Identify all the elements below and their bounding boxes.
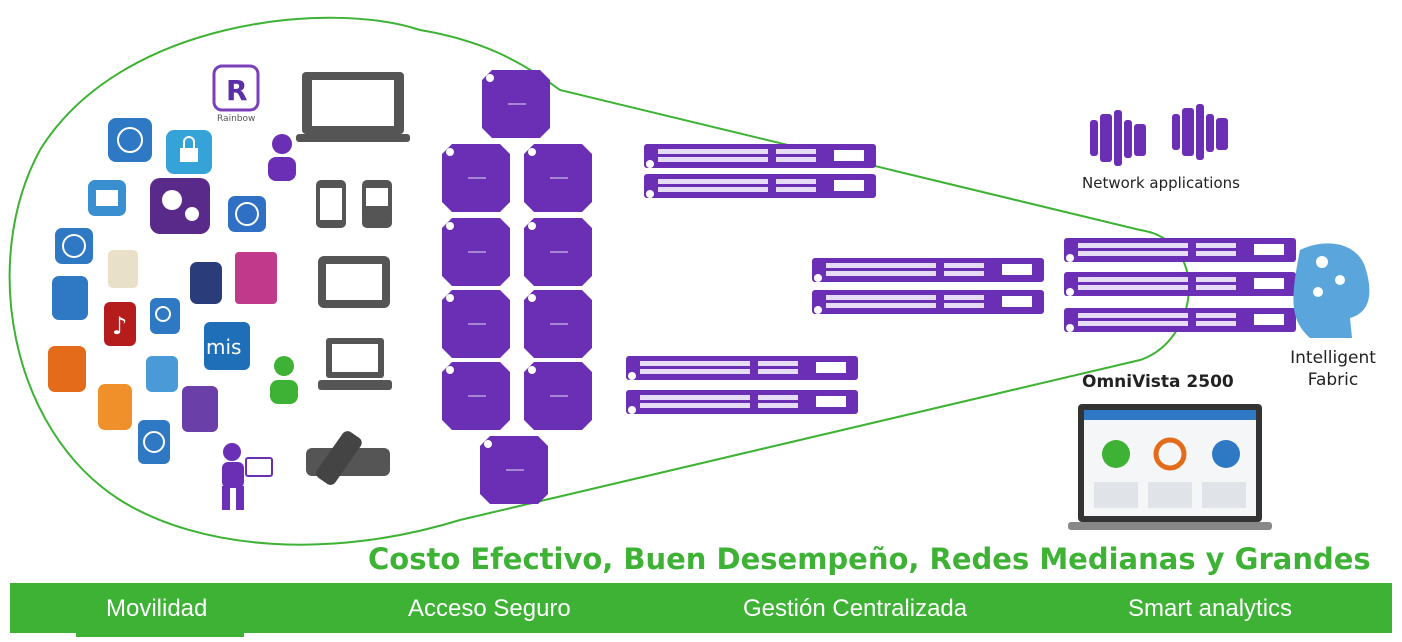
server-rack-icon xyxy=(1090,110,1146,166)
network-switch-icon xyxy=(644,174,876,198)
access-point-icon xyxy=(523,143,593,213)
globe-app-icon xyxy=(138,420,170,464)
rainbow-logo-icon: R xyxy=(212,64,260,112)
rainbow-label: Rainbow xyxy=(217,114,255,124)
monitor-dashboard-icon xyxy=(1068,404,1272,530)
access-point-icon xyxy=(441,289,511,359)
access-point-icon xyxy=(441,143,511,213)
tagline: Costo Efectivo, Buen Desempeño, Redes Me… xyxy=(368,542,1371,576)
access-point-icon xyxy=(441,217,511,287)
email-app-icon xyxy=(88,180,126,216)
access-points xyxy=(441,69,593,505)
access-point-icon xyxy=(523,361,593,431)
intelligent-fabric-line2: Fabric xyxy=(1307,370,1359,390)
brain-icon xyxy=(1293,243,1370,338)
globe-app-icon xyxy=(55,228,93,264)
apps-cluster: R Rainbow ♪ mis xyxy=(48,64,277,464)
network-switch-icon xyxy=(626,356,858,380)
access-point-icon xyxy=(479,435,549,505)
person-purple-icon xyxy=(268,134,296,181)
network-switch-icon xyxy=(644,144,876,168)
intelligent-fabric-line1: Intelligent xyxy=(1290,348,1376,368)
tablet-icon xyxy=(318,256,390,308)
office-app-icon xyxy=(235,252,277,304)
globe-app-icon xyxy=(228,196,266,232)
network-switch-icon xyxy=(1064,238,1296,262)
iot-remote-icon xyxy=(306,431,390,485)
network-switch-icon xyxy=(626,390,858,414)
omnivista-label: OmniVista 2500 xyxy=(1082,372,1234,392)
feature-smart-analytics: Smart analytics xyxy=(1128,595,1293,622)
search-app-icon xyxy=(150,298,180,334)
email-app-icon xyxy=(146,356,178,392)
map-app-icon xyxy=(108,250,138,288)
feature-bar: Movilidad Acceso Seguro Gestión Centrali… xyxy=(10,583,1392,633)
svg-text:♪: ♪ xyxy=(112,312,127,340)
edit-app-icon xyxy=(190,262,222,304)
access-point-icon xyxy=(523,217,593,287)
access-point-icon xyxy=(441,361,511,431)
cart-app-icon xyxy=(52,276,88,320)
globe-app-icon xyxy=(108,118,152,162)
feature-underline xyxy=(76,633,244,637)
mis-app-icon: mis xyxy=(204,322,250,370)
network-switch-icon xyxy=(1064,308,1296,332)
smartphone-icon xyxy=(362,180,392,228)
network-switch-icon xyxy=(1064,272,1296,296)
feature-acceso-seguro: Acceso Seguro xyxy=(408,595,571,622)
person-green-icon xyxy=(270,356,298,404)
mobile-user-icon xyxy=(222,443,273,510)
rss-app-icon xyxy=(48,346,86,392)
access-point-icon xyxy=(481,69,551,139)
smartphone-icon xyxy=(316,180,346,228)
access-point-icon xyxy=(523,289,593,359)
messaging-app-icon xyxy=(182,386,218,432)
server-rack-icon xyxy=(1172,104,1228,160)
laptop-icon xyxy=(296,72,410,142)
network-switch-icon xyxy=(812,290,1044,314)
music-app-icon: ♪ xyxy=(104,302,136,346)
feature-movilidad: Movilidad xyxy=(106,595,208,622)
network-switch-icon xyxy=(812,258,1044,282)
gear-app-icon xyxy=(150,178,210,234)
coverage-outline xyxy=(8,16,1190,546)
lock-app-icon xyxy=(166,130,212,174)
intelligent-fabric-label: Intelligent Fabric xyxy=(1278,347,1388,391)
svg-text:R: R xyxy=(226,74,248,107)
feature-gestion-centralizada: Gestión Centralizada xyxy=(743,595,968,622)
desktop-icon xyxy=(318,338,392,390)
network-applications-label: Network applications xyxy=(1082,174,1240,192)
info-app-icon xyxy=(98,384,132,430)
svg-text:mis: mis xyxy=(206,335,241,359)
